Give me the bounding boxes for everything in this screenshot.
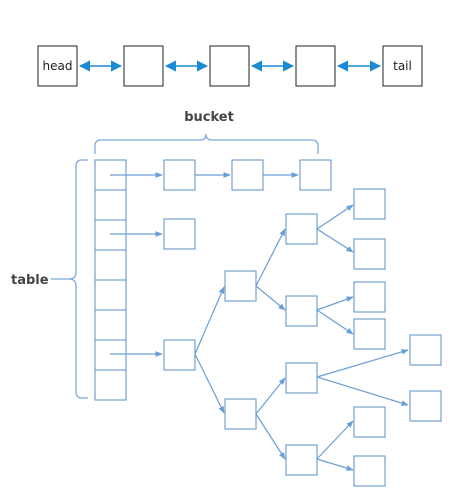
table-column — [94, 159, 127, 401]
list-node — [295, 45, 336, 87]
table-cell — [94, 249, 127, 281]
bucket-tree — [110, 188, 442, 487]
table-brace: table — [11, 159, 88, 399]
tree-node — [285, 362, 318, 394]
tree-node — [224, 398, 257, 430]
tree-root-node — [163, 339, 196, 371]
tail-label: tail — [393, 59, 412, 73]
table-cell — [94, 309, 127, 341]
table-cell — [94, 219, 127, 251]
tree-edge — [194, 353, 225, 414]
table-cell — [94, 369, 127, 401]
tree-leaf-node — [353, 188, 386, 220]
tree-leaf-node — [353, 455, 386, 487]
tree-edge — [255, 285, 286, 311]
tree-node — [224, 270, 257, 302]
head-label: head — [43, 59, 73, 73]
tree-node — [285, 444, 318, 476]
tree-edge — [255, 377, 286, 415]
tree-node — [285, 295, 318, 327]
chain-node — [231, 159, 264, 191]
tree-edge — [316, 228, 354, 253]
tree-leaf-node — [409, 334, 442, 366]
list-node — [123, 45, 164, 87]
tree-edge — [316, 458, 354, 471]
table-cell — [94, 279, 127, 311]
tree-leaf-node — [353, 281, 386, 313]
tree-edge — [316, 349, 409, 378]
tree-edge — [316, 376, 409, 406]
tree-leaf-node — [353, 406, 386, 438]
bucket-label: bucket — [184, 110, 234, 125]
table-label: table — [11, 273, 49, 288]
bucket-brace: bucket — [94, 110, 319, 154]
list-node — [209, 45, 250, 87]
tree-node — [285, 213, 318, 245]
tree-edge — [316, 309, 354, 335]
tree-edge — [255, 228, 286, 287]
bucket-chain — [110, 159, 332, 191]
chain-node — [163, 159, 196, 191]
tree-edge — [316, 204, 354, 230]
tree-leaf-node — [353, 238, 386, 270]
tree-edge — [316, 420, 354, 460]
tree-edge — [255, 413, 286, 460]
tree-leaf-node — [353, 318, 386, 350]
chain-node — [299, 159, 332, 191]
tree-edge — [194, 286, 225, 355]
bucket-single — [110, 218, 196, 250]
table-cell — [94, 339, 127, 371]
tree-edge — [316, 296, 354, 311]
tail-node — [382, 45, 423, 87]
table-cell — [94, 189, 127, 221]
chain-node — [163, 218, 196, 250]
linked-list: head tail — [37, 45, 423, 87]
tree-leaf-node — [409, 390, 442, 422]
head-node — [37, 45, 78, 87]
